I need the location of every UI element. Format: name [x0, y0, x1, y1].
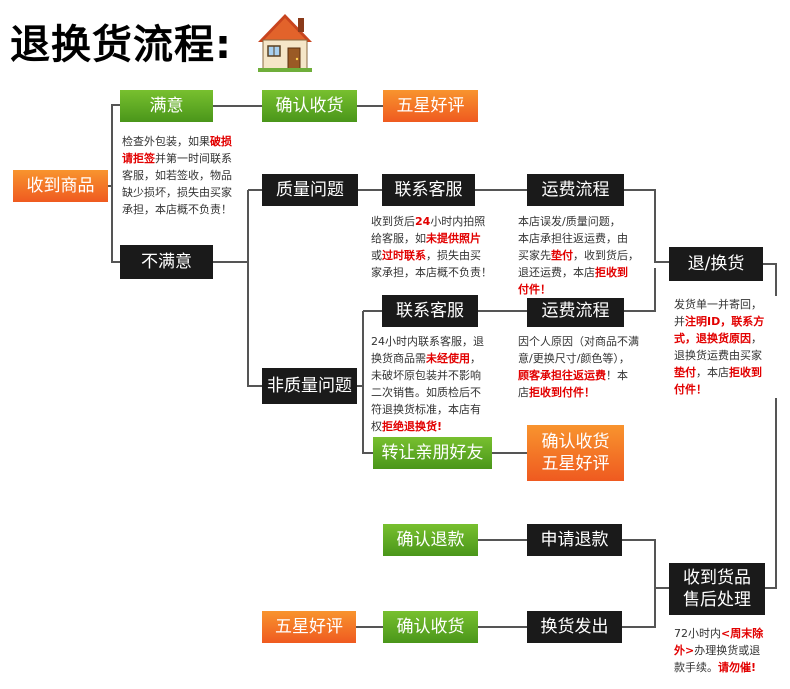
node-contact-cs-1: 联系客服: [382, 174, 475, 206]
connector-received-branch: [108, 104, 120, 263]
node-quality-issue: 质量问题: [262, 174, 358, 206]
node-confirm-receipt-1: 确认收货: [262, 90, 357, 122]
note-shipping-quality: 本店误发/质量问题，本店承担往返运费，由买家先垫付，收到货后，退还运费，本店拒收…: [518, 213, 652, 298]
note-shipping-personal: 因个人原因（对商品不满意/更换尺寸/颜色等），顾客承担往返运费！本店拒收到付件！: [518, 333, 654, 401]
node-confirm-five-line2: 五星好评: [541, 454, 610, 474]
node-contact-cs-2: 联系客服: [382, 295, 478, 327]
note-processing-time: 72小时内<周末除外>办理换货或退款手续。请勿催!: [674, 625, 778, 676]
node-ship-exchange: 换货发出: [527, 611, 622, 643]
note-quality-photo: 收到货后24小时内拍照给客服，如未提供照片或过时联系，损失由买家承担，本店概不负…: [371, 213, 509, 281]
house-icon: [258, 14, 312, 72]
node-after-sale: 收到货品 售后处理: [669, 563, 765, 615]
node-confirm-five-line1: 确认收货: [541, 432, 610, 452]
connector-shipping1-return: [624, 189, 669, 263]
node-five-star-1: 五星好评: [383, 90, 478, 122]
note-non-quality-rules: 24小时内联系客服，退换货商品需未经使用，未破坏原包装并不影响二次销售。如质检后…: [371, 333, 501, 435]
note-inspect-package: 检查外包装，如果破损请拒签并第一时间联系客服，如若签收，物品缺少损坏，损失由买家…: [122, 133, 246, 218]
node-shipping-flow-1: 运费流程: [527, 174, 624, 206]
connector-return-aftersale: [763, 263, 777, 589]
node-five-star-2: 五星好评: [262, 611, 356, 643]
node-confirm-five-star: 确认收货 五星好评: [527, 425, 624, 481]
connector-dissatisfied-branch: [213, 190, 262, 387]
connector-nonquality-branch: [357, 310, 382, 454]
note-return-instructions: 发货单一并寄回，并注明ID，联系方式，退换货原因，退换货运费由买家垫付，本店拒收…: [674, 296, 778, 398]
node-apply-refund: 申请退款: [527, 524, 622, 556]
node-received: 收到商品: [13, 170, 108, 202]
node-return-exchange: 退/换货: [669, 247, 763, 281]
node-after-sale-line1: 收到货品: [683, 568, 751, 588]
node-non-quality-issue: 非质量问题: [262, 368, 357, 404]
node-dissatisfied: 不满意: [120, 245, 213, 279]
node-after-sale-line2: 售后处理: [683, 590, 751, 610]
connector-shipping2-return: [624, 268, 656, 312]
page-title: 退换货流程:: [10, 22, 232, 68]
connector-aftersale-split: [622, 539, 669, 628]
node-transfer-friend: 转让亲朋好友: [373, 437, 492, 469]
node-confirm-refund: 确认退款: [383, 524, 478, 556]
node-confirm-receipt-2: 确认收货: [383, 611, 478, 643]
node-satisfied: 满意: [120, 90, 213, 122]
node-shipping-flow-2: 运费流程: [527, 295, 624, 327]
